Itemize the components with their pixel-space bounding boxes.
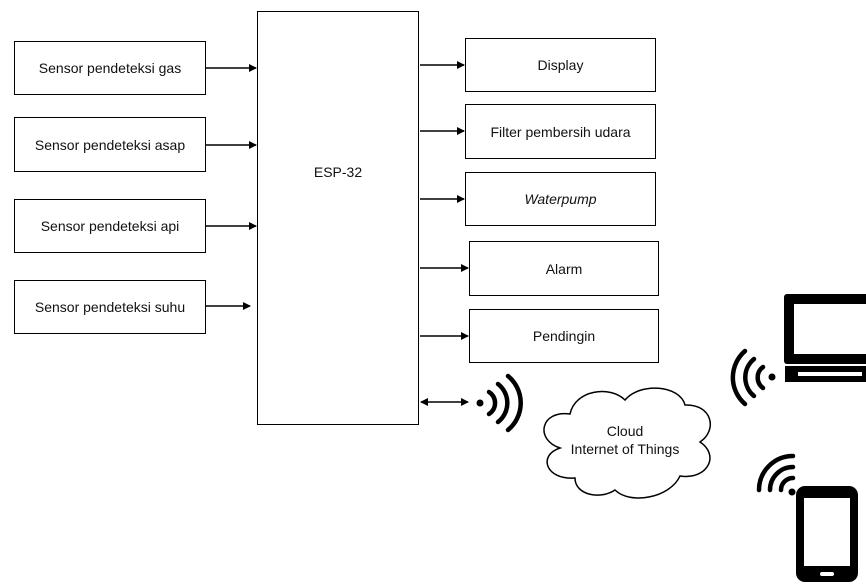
sensor-asap-label: Sensor pendeteksi asap	[34, 136, 186, 153]
output-waterpump-label: Waterpump	[524, 191, 597, 207]
output-pendingin-label: Pendingin	[532, 328, 596, 344]
sensor-suhu-box: Sensor pendeteksi suhu	[14, 280, 206, 334]
sensor-api-label: Sensor pendeteksi api	[40, 218, 180, 234]
sensor-gas-label: Sensor pendeteksi gas	[38, 60, 182, 76]
wifi-signal-icon	[756, 453, 796, 496]
output-waterpump-box: Waterpump	[465, 172, 656, 226]
cloud-label-line1: Cloud	[606, 423, 644, 439]
sensor-api-box: Sensor pendeteksi api	[14, 199, 206, 253]
sensor-gas-box: Sensor pendeteksi gas	[14, 41, 206, 95]
output-alarm-label: Alarm	[545, 260, 583, 277]
esp32-label: ESP-32	[313, 164, 363, 180]
smartphone-icon	[796, 486, 858, 582]
wifi-signal-icon	[730, 348, 776, 407]
output-display-box: Display	[465, 38, 656, 92]
output-display-label: Display	[537, 57, 584, 73]
output-alarm-box: Alarm	[469, 241, 659, 296]
cloud-shape	[543, 387, 711, 499]
esp32-controller-box: ESP-32	[257, 11, 419, 425]
cloud-label: Cloud Internet of Things	[540, 422, 710, 458]
output-filter-label: Filter pembersih udara	[490, 123, 631, 140]
wifi-signal-icon	[476, 373, 523, 433]
sensor-suhu-label: Sensor pendeteksi suhu	[34, 299, 186, 315]
cloud-label-line2: Internet of Things	[570, 441, 680, 457]
sensor-asap-box: Sensor pendeteksi asap	[14, 117, 206, 172]
output-pendingin-box: Pendingin	[469, 309, 659, 363]
desktop-computer-icon	[784, 294, 866, 382]
output-filter-box: Filter pembersih udara	[465, 104, 656, 159]
